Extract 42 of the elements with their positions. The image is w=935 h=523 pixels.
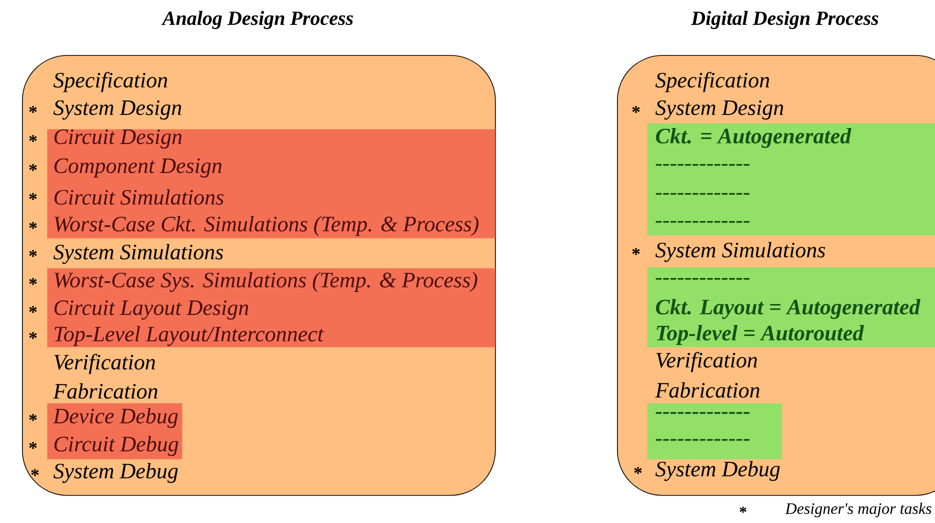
step-text: Verification: [656, 352, 757, 372]
step-text: Worst-Case Ckt. Simulations (Temp. & Process): [54, 216, 478, 236]
step-text: Circuit Simulations: [54, 189, 224, 205]
step-text: Circuit Design: [54, 129, 182, 149]
asterisk-mark: *: [31, 469, 39, 476]
step-text: -------------: [656, 412, 750, 414]
step-text: -------------: [656, 438, 750, 441]
asterisk-mark: *: [29, 250, 37, 257]
asterisk-mark: *: [29, 222, 37, 229]
asterisk-mark: *: [634, 467, 642, 474]
step-text: Fabrication: [53, 383, 158, 399]
legend-note: Designer's major tasks: [785, 502, 932, 518]
step-text: System Design: [53, 100, 182, 120]
step-text: Fabrication: [655, 382, 760, 398]
step-text: Component Design: [54, 158, 222, 178]
step-text: -------------: [656, 220, 750, 223]
step-text: -------------: [656, 278, 750, 280]
step-text: Ckt. = Autogenerated: [656, 128, 852, 148]
step-text: -------------: [656, 192, 750, 195]
asterisk-mark: *: [632, 106, 640, 113]
step-text: System Simulations: [655, 242, 826, 262]
step-text: -------------: [656, 164, 750, 166]
step-text: System Debug: [655, 461, 780, 482]
step-text: System Design: [655, 100, 784, 120]
panel-heading: Analog Design Process: [161, 10, 353, 30]
step-text: System Debug: [53, 463, 178, 484]
step-text: Specification: [53, 72, 168, 92]
step-text: System Simulations: [53, 244, 224, 264]
step-text: Device Debug: [52, 408, 178, 428]
step-text: Top-level = Autorouted: [656, 325, 864, 345]
step-text: Circuit Debug: [54, 436, 178, 456]
step-text: Top-Level Layout/Interconnect: [54, 326, 324, 346]
panel-heading: Digital Design Process: [690, 10, 878, 30]
step-text: Circuit Layout Design: [54, 300, 248, 320]
asterisk-mark: *: [632, 248, 640, 255]
step-text: Verification: [54, 354, 155, 374]
asterisk-mark: *: [740, 506, 746, 513]
asterisk-mark: *: [29, 278, 37, 285]
asterisk-mark: *: [29, 106, 37, 113]
step-text: Ckt. Layout = Autogenerated: [656, 299, 920, 320]
step-text: Specification: [655, 72, 770, 92]
step-text: Worst-Case Sys. Simulations (Temp. & Process): [54, 272, 478, 292]
